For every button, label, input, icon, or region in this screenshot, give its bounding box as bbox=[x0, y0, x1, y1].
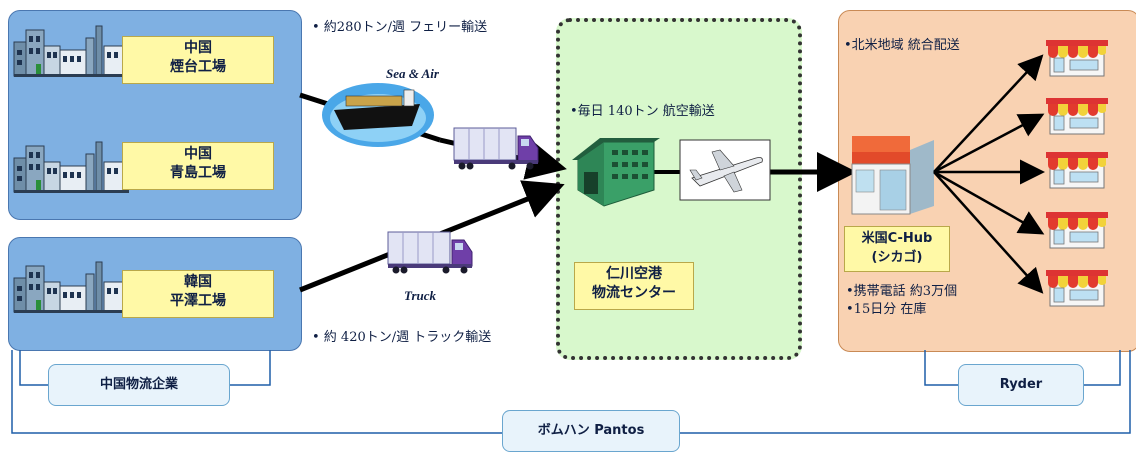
warehouse-icon bbox=[572, 138, 660, 207]
factory-icon-qingdao bbox=[13, 141, 130, 194]
chub-label: 米国C-Hub (シカゴ) bbox=[844, 226, 950, 272]
incheon-center-line2: 物流センター bbox=[592, 285, 676, 301]
factory-label-yantai-name: 煙台工場 bbox=[170, 59, 226, 75]
chub-label-line1: 米国C-Hub bbox=[861, 231, 933, 246]
air-volume-note: •毎日 140トン 航空輸送 bbox=[570, 104, 715, 119]
shop-icon-5 bbox=[1045, 269, 1109, 307]
chub-label-line2: (シカゴ) bbox=[871, 250, 923, 265]
phones-stock-note: •携帯電話 約3万個 bbox=[846, 284, 958, 299]
incheon-center-label: 仁川空港 物流センター bbox=[574, 262, 694, 310]
ryder-pill: Ryder bbox=[958, 364, 1084, 406]
factory-label-qingdao-country: 中国 bbox=[184, 146, 212, 162]
factory-label-yantai: 中国 煙台工場 bbox=[122, 36, 274, 84]
china-logistics-pill: 中国物流企業 bbox=[48, 364, 230, 406]
truck-label: Truck bbox=[404, 288, 437, 303]
days-stock-note: •15日分 在庫 bbox=[846, 302, 927, 317]
factory-icon-pyeongtaek bbox=[13, 261, 130, 314]
incheon-center-line1: 仁川空港 bbox=[606, 266, 662, 282]
shop-icon-3 bbox=[1045, 151, 1109, 189]
truck-volume-note: • 約 420トン/週 トラック輸送 bbox=[312, 330, 492, 345]
shop-icon-4 bbox=[1045, 211, 1109, 249]
pantos-pill: ボムハン Pantos bbox=[502, 410, 680, 452]
truck-icon-road-route bbox=[387, 231, 473, 274]
factory-label-pyeongtaek: 韓国 平澤工場 bbox=[122, 270, 274, 318]
sea-air-label: Sea & Air bbox=[386, 66, 439, 81]
factory-label-qingdao-name: 青島工場 bbox=[170, 165, 226, 181]
truck-icon-ferry-route bbox=[453, 127, 539, 170]
ferry-volume-note: • 約280トン/週 フェリー輸送 bbox=[312, 20, 488, 35]
factory-label-yantai-country: 中国 bbox=[184, 40, 212, 56]
shop-icon-2 bbox=[1045, 97, 1109, 135]
factory-icon-yantai bbox=[13, 25, 130, 78]
factory-label-pyeongtaek-country: 韓国 bbox=[184, 274, 212, 290]
cargo-ship-icon bbox=[322, 83, 434, 147]
factory-label-qingdao: 中国 青島工場 bbox=[122, 142, 274, 190]
north-america-note: •北米地域 統合配送 bbox=[844, 38, 960, 53]
shop-icon-1 bbox=[1045, 39, 1109, 77]
chub-store-icon bbox=[851, 136, 934, 215]
factory-label-pyeongtaek-name: 平澤工場 bbox=[170, 293, 226, 309]
airplane-icon bbox=[679, 139, 771, 201]
